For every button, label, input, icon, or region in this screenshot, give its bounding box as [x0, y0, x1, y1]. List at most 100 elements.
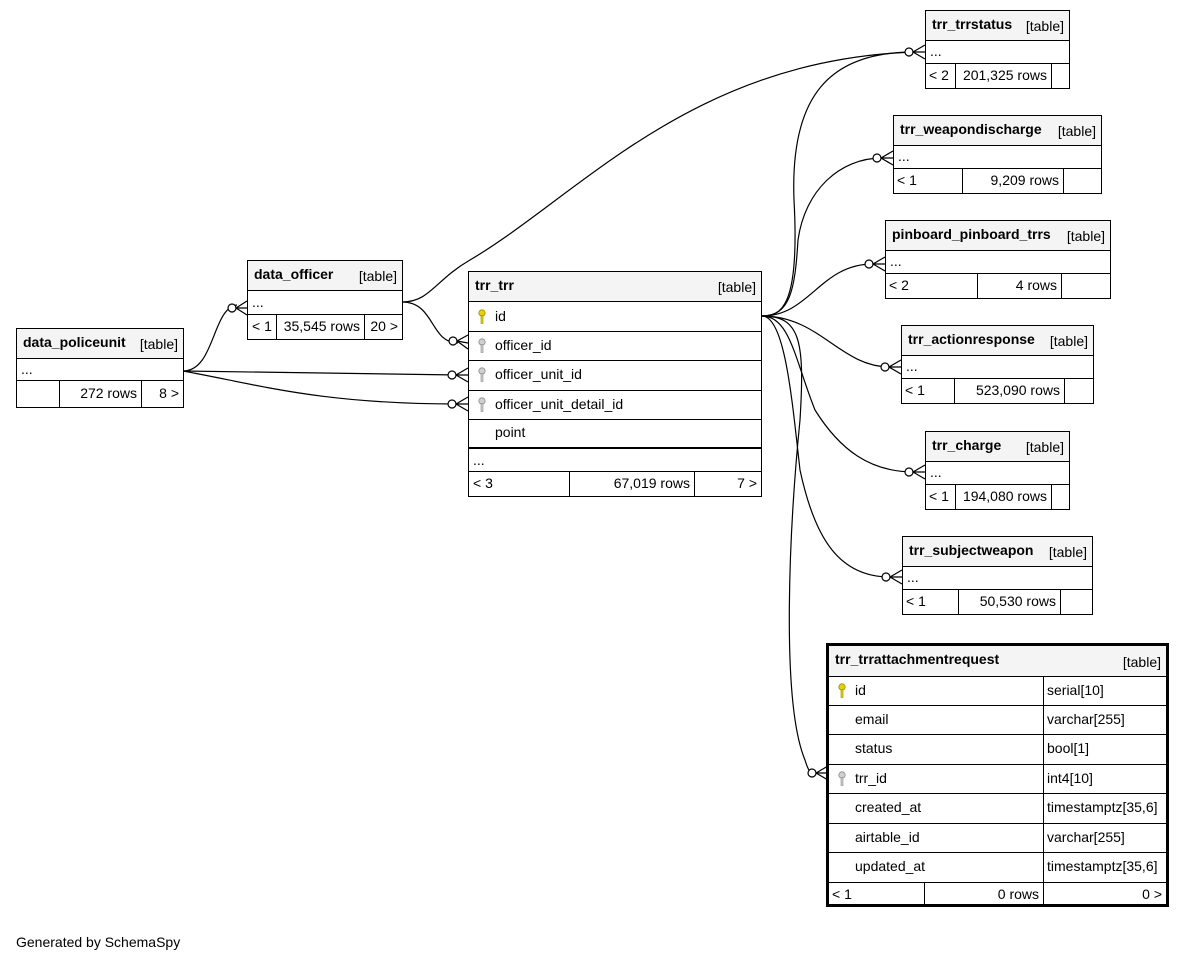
- row-count: 50,530 rows: [979, 593, 1056, 609]
- table-trr-actionresponse[interactable]: trr_actionresponse [table] ... < 1 523,0…: [901, 325, 1094, 404]
- row-count: 9,209 rows: [990, 172, 1059, 188]
- column-row[interactable]: id serial[10]: [829, 677, 1166, 706]
- edge-officer-trr: [401, 301, 459, 344]
- table-ellipsis: ...: [898, 148, 910, 164]
- table-trr-trr[interactable]: trr_trr [table] id officer_id officer_un…: [468, 271, 762, 497]
- column-datatype: timestamptz[35,6]: [1047, 858, 1158, 874]
- column-datatype: serial[10]: [1047, 682, 1104, 698]
- column-name: status: [855, 740, 893, 756]
- column-name: officer_unit_id: [495, 366, 582, 382]
- table-data-officer[interactable]: data_officer [table] ... < 1 35,545 rows…: [247, 260, 403, 340]
- column-row[interactable]: status bool[1]: [829, 735, 1166, 765]
- column-name: created_at: [855, 799, 922, 815]
- column-row[interactable]: point: [469, 420, 761, 449]
- generated-by-label: Generated by SchemaSpy: [16, 934, 181, 950]
- primary-key-icon: [478, 309, 486, 324]
- row-count: 67,019 rows: [613, 475, 690, 491]
- table-type: [table]: [1122, 654, 1161, 670]
- children-count: 0 >: [1142, 886, 1162, 902]
- row-count: 272 rows: [80, 385, 137, 401]
- edge-crowfoot: [889, 569, 903, 585]
- edge-trr-actionresponse: [761, 315, 891, 368]
- column-row[interactable]: created_at timestamptz[35,6]: [829, 794, 1166, 824]
- foreign-key-icon: [478, 367, 486, 382]
- edge-trr-subjectweapon: [761, 315, 891, 578]
- edge-policeunit-trr-unit: [182, 370, 459, 376]
- row-count: 201,325 rows: [962, 67, 1047, 83]
- column-row[interactable]: airtable_id varchar[255]: [829, 824, 1166, 853]
- table-name: data_policeunit: [23, 334, 126, 350]
- parents-count: < 1: [905, 382, 925, 398]
- column-row[interactable]: officer_unit_detail_id: [469, 391, 761, 420]
- edge-trr-attachmentrequest: [761, 315, 815, 774]
- parents-count: < 2: [889, 277, 909, 293]
- parents-count: < 1: [897, 172, 917, 188]
- column-name: id: [855, 682, 866, 698]
- column-row[interactable]: officer_unit_id: [469, 361, 761, 391]
- edge-policeunit-trr-unit-detail: [182, 370, 459, 405]
- edge-end-circle: [904, 47, 914, 57]
- table-type: [table]: [717, 279, 756, 295]
- edge-crowfoot: [912, 464, 926, 480]
- children-count: 8 >: [159, 385, 179, 401]
- table-trr-trrstatus[interactable]: trr_trrstatus [table] ... < 2 201,325 ro…: [925, 10, 1070, 89]
- table-type: [table]: [358, 268, 397, 284]
- foreign-key-icon: [478, 397, 486, 412]
- table-trr-trrattachmentrequest[interactable]: trr_trrattachmentrequest [table] id seri…: [826, 643, 1169, 907]
- table-ellipsis: ...: [473, 452, 485, 468]
- table-ellipsis: ...: [21, 361, 33, 377]
- table-data-policeunit[interactable]: data_policeunit [table] ... 272 rows 8 >: [16, 328, 184, 408]
- table-type: [table]: [1057, 123, 1096, 139]
- table-name: trr_subjectweapon: [909, 542, 1034, 558]
- table-ellipsis: ...: [930, 43, 942, 59]
- table-type: [table]: [1048, 544, 1087, 560]
- table-name: trr_actionresponse: [908, 331, 1035, 347]
- table-trr-subjectweapon[interactable]: trr_subjectweapon [table] ... < 1 50,530…: [902, 536, 1093, 615]
- column-row[interactable]: id: [469, 302, 761, 332]
- edge-crowfoot: [235, 300, 248, 316]
- edge-end-circle: [872, 153, 882, 163]
- column-datatype: timestamptz[35,6]: [1047, 799, 1158, 815]
- table-type: [table]: [139, 336, 178, 352]
- edge-crowfoot: [456, 334, 469, 350]
- column-datatype: varchar[255]: [1047, 829, 1125, 845]
- edge-trr-weapondischarge: [761, 157, 883, 317]
- column-row[interactable]: trr_id int4[10]: [829, 765, 1166, 794]
- table-name: trr_charge: [932, 437, 1002, 453]
- column-datatype: int4[10]: [1047, 770, 1093, 786]
- edge-crowfoot: [872, 256, 886, 272]
- table-trr-weapondischarge[interactable]: trr_weapondischarge [table] ... < 1 9,20…: [893, 115, 1102, 194]
- table-ellipsis: ...: [930, 464, 942, 480]
- column-datatype: bool[1]: [1047, 740, 1090, 756]
- table-pinboard-pinboard-trrs[interactable]: pinboard_pinboard_trrs [table] ... < 2 4…: [885, 220, 1111, 299]
- edge-crowfoot: [455, 396, 469, 412]
- column-name: updated_at: [855, 858, 926, 874]
- parents-count: < 3: [473, 475, 493, 491]
- edge-officer-trrstatus: [401, 51, 915, 303]
- parents-count: < 1: [252, 318, 272, 334]
- parents-count: < 1: [832, 886, 852, 902]
- table-type: [table]: [1066, 228, 1105, 244]
- children-count: 20 >: [370, 318, 398, 334]
- column-row[interactable]: officer_id: [469, 332, 761, 361]
- edge-crowfoot: [912, 44, 926, 60]
- parents-count: < 2: [929, 67, 949, 83]
- table-trr-charge[interactable]: trr_charge [table] ... < 1 194,080 rows: [925, 431, 1070, 510]
- table-name: trr_trrattachmentrequest: [835, 651, 1000, 667]
- table-name: trr_trr: [475, 277, 514, 293]
- table-type: [table]: [1025, 439, 1064, 455]
- edge-end-circle: [864, 259, 874, 269]
- column-name: id: [495, 308, 506, 324]
- edge-trr-charge: [761, 315, 915, 473]
- children-count: 7 >: [737, 475, 757, 491]
- column-name: airtable_id: [855, 829, 920, 845]
- column-row[interactable]: updated_at timestamptz[35,6]: [829, 853, 1166, 883]
- column-name: email: [855, 711, 889, 727]
- column-row[interactable]: email varchar[255]: [829, 706, 1166, 735]
- row-count: 35,545 rows: [283, 318, 360, 334]
- column-name: trr_id: [855, 770, 887, 786]
- edge-end-circle: [447, 399, 457, 409]
- table-name: trr_weapondischarge: [900, 121, 1042, 137]
